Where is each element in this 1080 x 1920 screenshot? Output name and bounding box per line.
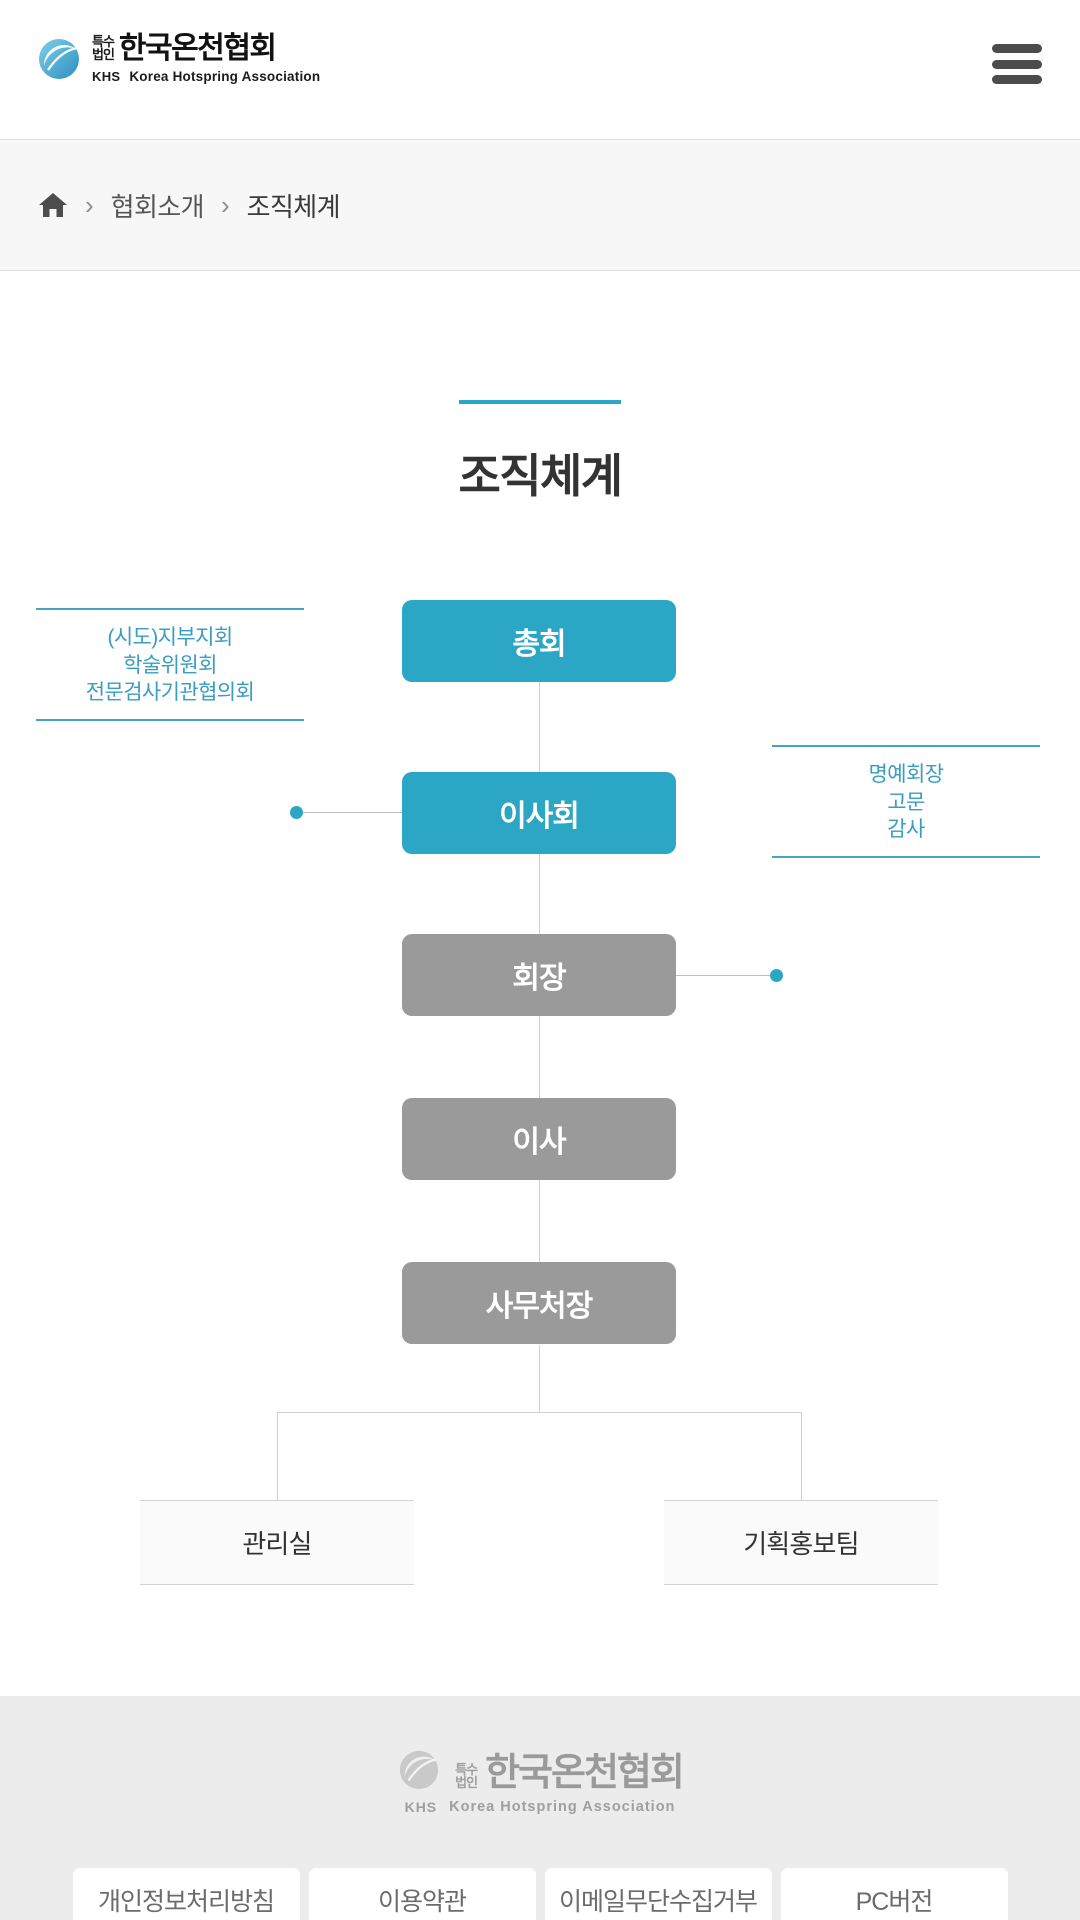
edge-n2-n3 xyxy=(539,853,540,934)
org-node-n1[interactable]: 총회 xyxy=(402,600,676,682)
logo-abbr: KHS xyxy=(92,69,121,84)
menu-bar-1 xyxy=(992,44,1042,53)
page-title-block: 조직체계 xyxy=(0,400,1080,506)
breadcrumb-separator-2: › xyxy=(220,190,230,220)
menu-bar-2 xyxy=(992,59,1042,69)
breadcrumb-separator-1: › xyxy=(85,190,94,220)
footer-logo-name-ko: 한국온천협회 xyxy=(485,1752,685,1794)
edge-n3-n4 xyxy=(539,1014,540,1098)
annotation-left-line-2: 전문검사기관협의회 xyxy=(85,681,255,705)
leader-dot-right xyxy=(770,969,783,982)
annotation-left-line-0: (시도)지부지회 xyxy=(107,626,233,649)
edge-n4-n5 xyxy=(539,1180,540,1262)
org-node-n4[interactable]: 이사 xyxy=(402,1098,676,1180)
footer-links: 개인정보처리방침 이용약관 이메일무단수집거부 PC버전 xyxy=(0,1868,1080,1920)
leader-dot-left xyxy=(290,806,303,819)
org-node-n7[interactable]: 기획홍보팀 xyxy=(664,1500,938,1585)
footer-logo-name-en: Korea Hotspring Association xyxy=(449,1799,676,1815)
home-icon[interactable] xyxy=(38,191,68,219)
branch-vertical-left xyxy=(277,1412,278,1500)
page-title: 조직체계 xyxy=(458,450,623,502)
org-node-n6[interactable]: 관리실 xyxy=(140,1500,414,1585)
logo-name-en: Korea Hotspring Association xyxy=(129,69,321,84)
annotation-left-line-1: 학술위원회 xyxy=(123,653,217,677)
annotation-left-rule-bottom xyxy=(36,719,304,722)
footer-khs-emblem-icon xyxy=(397,1748,441,1792)
logo-badge-line2: 법인 xyxy=(92,46,115,62)
annotation-right-line-1: 고문 xyxy=(887,790,925,814)
footer-logo-badge: 특수 법인 xyxy=(455,1761,478,1793)
annotation-right-rule-bottom xyxy=(772,856,1040,859)
org-node-n5[interactable]: 사무처장 xyxy=(402,1262,676,1344)
footer-link-terms[interactable]: 이용약관 xyxy=(308,1868,536,1920)
breadcrumb: › 협회소개 › 조직체계 xyxy=(0,140,1080,271)
annotation-left-rule-top xyxy=(36,608,304,610)
edge-n5-branch xyxy=(539,1345,540,1412)
khs-emblem-icon xyxy=(36,36,82,82)
footer-logo-abbr: KHS xyxy=(404,1799,438,1815)
leader-line-left xyxy=(302,812,402,813)
footer-logo-badge-line2: 법인 xyxy=(455,1774,478,1790)
footer-logo: 특수 법인 한국온천협회 KHS Korea Hotspring Associa… xyxy=(0,1748,1080,1815)
edge-n1-n2 xyxy=(539,682,540,772)
menu-bar-3 xyxy=(992,75,1042,84)
org-node-n2[interactable]: 이사회 xyxy=(402,772,676,854)
site-header: 특수 법인 한국온천협회 KHS Korea Hotspring Associa… xyxy=(0,0,1080,140)
hamburger-menu-icon[interactable] xyxy=(992,40,1042,88)
logo-badge: 특수 법인 xyxy=(92,33,115,65)
annotation-right-rule-top xyxy=(772,745,1040,747)
annotation-left: (시도)지부지회 학술위원회 전문검사기관협의회 xyxy=(36,608,304,722)
breadcrumb-item-0[interactable]: 협회소개 xyxy=(110,191,205,222)
site-logo[interactable]: 특수 법인 한국온천협회 KHS Korea Hotspring Associa… xyxy=(36,34,320,84)
breadcrumb-item-1[interactable]: 조직체계 xyxy=(246,191,341,222)
title-accent-rule xyxy=(459,400,621,404)
org-chart: 총회 이사회 회장 이사 사무처장 (시도)지부지회 학술위원회 전문검사기관협… xyxy=(0,560,1080,1630)
footer-logo-badge-line1: 특수 xyxy=(455,1761,478,1777)
footer-link-pc-view[interactable]: PC버전 xyxy=(780,1868,1008,1920)
org-node-n3[interactable]: 회장 xyxy=(402,934,676,1016)
annotation-right-line-2: 감사 xyxy=(887,818,925,842)
leader-line-right xyxy=(676,975,776,976)
footer-link-no-email[interactable]: 이메일무단수집거부 xyxy=(544,1868,772,1920)
annotation-right: 명예회장 고문 감사 xyxy=(772,745,1040,859)
annotation-right-line-0: 명예회장 xyxy=(868,763,944,786)
logo-badge-line1: 특수 xyxy=(92,33,115,49)
footer-link-privacy[interactable]: 개인정보처리방침 xyxy=(72,1868,300,1920)
logo-text: 특수 법인 한국온천협회 KHS Korea Hotspring Associa… xyxy=(92,32,321,85)
logo-name-ko: 한국온천협회 xyxy=(118,32,277,65)
branch-horizontal xyxy=(277,1412,802,1413)
branch-vertical-right xyxy=(801,1412,802,1500)
